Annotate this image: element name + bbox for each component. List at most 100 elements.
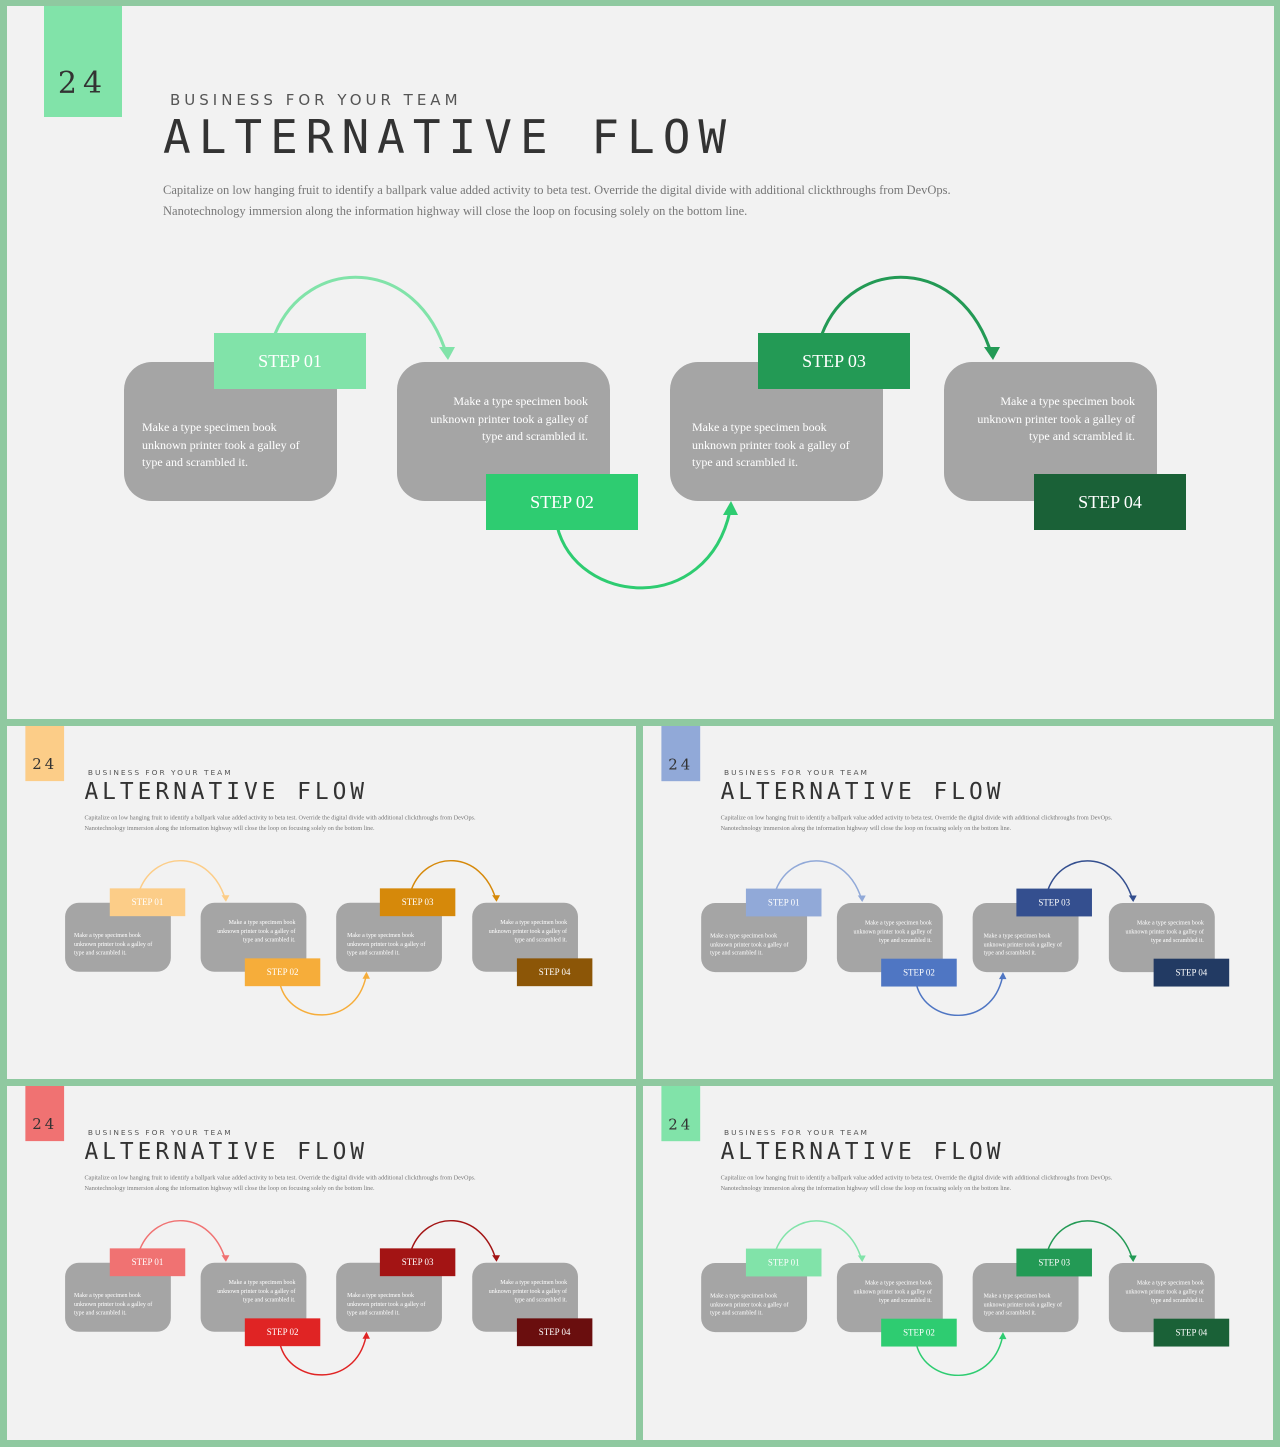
description-line: Capitalize on low hanging fruit to ident… xyxy=(163,183,951,197)
step-04-label: STEP 04 xyxy=(1153,958,1230,987)
card-text: Make a type specimen book unknown printe… xyxy=(142,420,300,469)
step-01-label: STEP 01 xyxy=(109,1248,186,1277)
slide-content: 24 BUSINESS FOR YOUR TEAM ALTERNATIVE FL… xyxy=(7,726,636,1079)
card-text: Make a type specimen book unknown printe… xyxy=(217,918,296,943)
slide-content: 24 BUSINESS FOR YOUR TEAM ALTERNATIVE FL… xyxy=(7,1086,636,1440)
arrowhead-1 xyxy=(857,1255,866,1263)
slide-title: ALTERNATIVE FLOW xyxy=(84,1137,369,1165)
slide-kicker: BUSINESS FOR YOUR TEAM xyxy=(87,1128,233,1138)
slide-number-tag: 24 xyxy=(25,1086,65,1142)
card-text: Make a type specimen book unknown printe… xyxy=(74,931,153,956)
slide-number-tag: 24 xyxy=(25,726,65,782)
arrow-step3-to-step4 xyxy=(410,859,497,901)
arrowhead-3 xyxy=(492,1255,501,1262)
arrow-step2-to-step3 xyxy=(555,509,732,590)
arrow-step2-to-step3 xyxy=(915,976,1004,1016)
card-text: Make a type specimen book unknown printe… xyxy=(488,1278,568,1303)
flow-arrows xyxy=(139,1219,501,1376)
slide-number-tag: 24 xyxy=(44,6,122,117)
card-text: Make a type specimen book unknown printe… xyxy=(853,1278,932,1304)
slide-blue: 24 BUSINESS FOR YOUR TEAM ALTERNATIVE FL… xyxy=(643,726,1273,1079)
description-line: Capitalize on low hanging fruit to ident… xyxy=(720,814,1113,821)
arrow-step1-to-step2 xyxy=(139,1219,227,1261)
slide-title: ALTERNATIVE FLOW xyxy=(720,777,1005,805)
slide-content: 24 BUSINESS FOR YOUR TEAM ALTERNATIVE FL… xyxy=(7,6,1274,719)
arrowhead-2 xyxy=(362,971,370,979)
card-text: Make a type specimen book unknown printe… xyxy=(1125,1278,1204,1304)
card-text: Make a type specimen book unknown printe… xyxy=(217,1278,296,1303)
description-line: Nanotechnology immersion along the infor… xyxy=(163,204,748,218)
step-01-label: STEP 01 xyxy=(745,1248,822,1277)
arrowhead-1 xyxy=(439,347,455,360)
arrow-step2-to-step3 xyxy=(279,1335,367,1376)
slide-kicker: BUSINESS FOR YOUR TEAM xyxy=(170,91,462,109)
slide-green: 24 BUSINESS FOR YOUR TEAM ALTERNATIVE FL… xyxy=(643,1086,1273,1440)
slide-description: Capitalize on low hanging fruit to ident… xyxy=(163,180,1023,222)
step-04-label: STEP 04 xyxy=(1153,1318,1230,1347)
description-line: Nanotechnology immersion along the infor… xyxy=(84,824,375,832)
step-03-label: STEP 03 xyxy=(379,888,456,917)
slide-number: 24 xyxy=(57,66,109,101)
arrow-step1-to-step2 xyxy=(273,275,449,358)
step-01-label: STEP 01 xyxy=(109,888,186,917)
arrowhead-3 xyxy=(1128,895,1137,903)
slide-title: ALTERNATIVE FLOW xyxy=(84,777,369,805)
arrowhead-2 xyxy=(723,501,738,515)
card-text: Make a type specimen book unknown printe… xyxy=(430,394,588,443)
slide-number: 24 xyxy=(668,1115,694,1134)
flow-arrows xyxy=(775,1220,1137,1376)
card-text: Make a type specimen book unknown printe… xyxy=(692,420,850,469)
card-text: Make a type specimen book unknown printe… xyxy=(983,1291,1062,1317)
flow-arrows xyxy=(775,860,1137,1016)
step-02-label: STEP 02 xyxy=(881,1318,957,1347)
slide-title: ALTERNATIVE FLOW xyxy=(163,110,735,164)
step-04-label: STEP 04 xyxy=(516,958,593,987)
step-03-label: STEP 03 xyxy=(379,1248,456,1277)
step-02-label: STEP 02 xyxy=(244,958,321,987)
arrowhead-3 xyxy=(492,895,501,902)
arrow-step3-to-step4 xyxy=(1047,1220,1134,1261)
step-03-label: STEP 03 xyxy=(1016,1248,1092,1277)
slide-kicker: BUSINESS FOR YOUR TEAM xyxy=(87,768,233,778)
arrow-step2-to-step3 xyxy=(915,1336,1004,1376)
slide-number: 24 xyxy=(32,755,58,774)
arrow-step3-to-step4 xyxy=(1047,860,1134,901)
flow-arrows xyxy=(139,859,501,1016)
card-text: Make a type specimen book unknown printe… xyxy=(347,1291,426,1316)
card-text: Make a type specimen book unknown printe… xyxy=(977,394,1135,443)
step-02-label: STEP 02 xyxy=(486,474,638,530)
arrow-step3-to-step4 xyxy=(820,275,994,358)
step-02-label: STEP 02 xyxy=(244,1318,321,1347)
arrow-step2-to-step3 xyxy=(279,975,367,1016)
step-03-label: STEP 03 xyxy=(758,333,910,389)
card-text: Make a type specimen book unknown printe… xyxy=(488,918,568,943)
description-line: Capitalize on low hanging fruit to ident… xyxy=(720,1174,1113,1181)
slide-orange: 24 BUSINESS FOR YOUR TEAM ALTERNATIVE FL… xyxy=(7,726,636,1079)
slide-description: Capitalize on low hanging fruit to ident… xyxy=(721,1173,1149,1194)
arrowhead-1 xyxy=(221,1255,230,1262)
step-01-label: STEP 01 xyxy=(745,888,822,917)
card-text: Make a type specimen book unknown printe… xyxy=(710,931,789,957)
slide-description: Capitalize on low hanging fruit to ident… xyxy=(721,813,1149,834)
card-text: Make a type specimen book unknown printe… xyxy=(983,931,1062,957)
step-04-label: STEP 04 xyxy=(1034,474,1186,530)
card-text: Make a type specimen book unknown printe… xyxy=(710,1291,789,1317)
slide-large-green: 24 BUSINESS FOR YOUR TEAM ALTERNATIVE FL… xyxy=(7,6,1274,719)
card-text: Make a type specimen book unknown printe… xyxy=(853,918,932,944)
arrowhead-2 xyxy=(998,1332,1007,1340)
slide-red: 24 BUSINESS FOR YOUR TEAM ALTERNATIVE FL… xyxy=(7,1086,636,1440)
slide-kicker: BUSINESS FOR YOUR TEAM xyxy=(724,768,869,778)
step-04-label: STEP 04 xyxy=(516,1318,593,1347)
slide-number: 24 xyxy=(668,755,694,774)
step-01-label: STEP 01 xyxy=(214,333,366,389)
slide-kicker: BUSINESS FOR YOUR TEAM xyxy=(724,1128,869,1138)
slide-title: ALTERNATIVE FLOW xyxy=(720,1137,1005,1165)
arrowhead-2 xyxy=(362,1331,370,1339)
card-text: Make a type specimen book unknown printe… xyxy=(74,1291,153,1316)
slide-description: Capitalize on low hanging fruit to ident… xyxy=(84,812,511,833)
slide-number: 24 xyxy=(32,1115,58,1134)
flow-arrows xyxy=(273,275,1000,590)
slide-description: Capitalize on low hanging fruit to ident… xyxy=(84,1172,511,1193)
step-03-label: STEP 03 xyxy=(1016,888,1092,917)
arrowhead-3 xyxy=(984,347,1000,360)
